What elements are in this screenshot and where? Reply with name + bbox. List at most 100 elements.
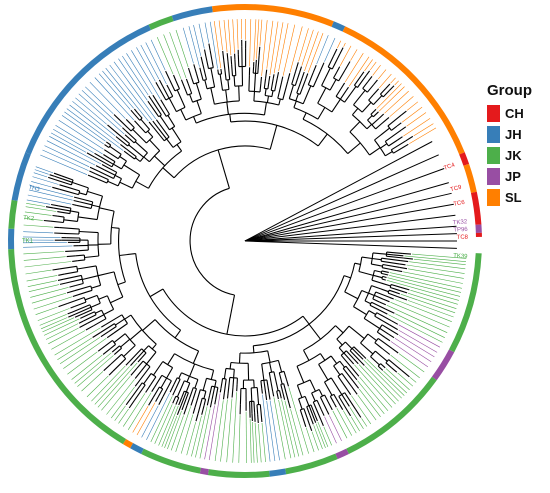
tree-branch (282, 81, 289, 100)
tree-branch (257, 414, 259, 424)
tree-branch (308, 323, 321, 340)
tree-branch (125, 119, 131, 124)
tip-label-mark (249, 19, 252, 67)
tip-label-mark (389, 272, 462, 289)
tree-branch (361, 256, 373, 260)
tree-branch (344, 392, 356, 410)
tip-label-mark (223, 19, 228, 53)
tip-label-mark (398, 334, 435, 358)
tree-branch (220, 378, 224, 389)
tip-label-mark (49, 136, 102, 165)
tip-label-mark (146, 392, 170, 441)
tip-label-mark (364, 59, 373, 72)
tree-branch (113, 163, 122, 170)
tree-branch (203, 398, 207, 406)
tip-label-mark (69, 104, 120, 145)
tree-branch (190, 398, 194, 406)
group-legend: Group CH JH JK JP SL (487, 82, 547, 208)
tree-branch (312, 401, 322, 420)
tree-branch (402, 252, 412, 255)
tree-branch (105, 166, 117, 173)
tree-branch (98, 170, 114, 179)
tree-branch (385, 308, 395, 314)
tree-branch (338, 347, 345, 354)
tree-branch (367, 115, 373, 121)
tip-label-mark (198, 23, 205, 49)
tree-branch (114, 174, 122, 180)
tree-branch (265, 394, 268, 400)
tip-label: TC9 (450, 185, 463, 194)
tree-branch (220, 69, 223, 74)
tree-branch (277, 360, 283, 373)
tree-branch (172, 74, 177, 82)
tree-branch (206, 395, 211, 406)
tree-branch (103, 154, 110, 159)
tip-label-mark (282, 24, 296, 76)
tip-label-mark (413, 258, 466, 265)
tree-branch (113, 114, 121, 121)
tree-branch (78, 320, 84, 324)
tree-arc (253, 275, 345, 347)
tip-label-mark (238, 415, 241, 463)
tip-label-mark (256, 19, 260, 59)
tree-branch (183, 405, 188, 415)
tree-branch (214, 380, 217, 388)
tree-arc (225, 367, 235, 370)
tree-branch (287, 73, 291, 82)
tip-label-mark (290, 409, 304, 456)
tip-label-mark (372, 65, 381, 76)
tree-branch (145, 384, 152, 393)
tree-branch (124, 314, 132, 320)
tip-label-mark (339, 45, 352, 66)
tree-branch (107, 124, 115, 132)
tree-branch (374, 342, 384, 350)
tip-label-mark (127, 392, 152, 430)
tree-branch (64, 271, 78, 275)
tree-branch (333, 402, 337, 408)
tip-label-mark (266, 400, 276, 462)
ring-segment-sl (342, 26, 465, 155)
tip-label-mark (43, 318, 80, 336)
tree-branch (296, 365, 305, 383)
tip-label-mark (236, 19, 239, 49)
tip-label-mark (23, 245, 73, 248)
tip-label-mark (27, 280, 58, 287)
legend-label-sl: SL (505, 189, 522, 205)
tree-branch (256, 404, 259, 415)
tree-branch (282, 391, 286, 400)
tip-label-mark (342, 410, 357, 434)
tip-label-mark (58, 119, 104, 150)
tree-branch (384, 337, 391, 342)
tree-branch (63, 232, 80, 235)
tree-branch (267, 81, 270, 89)
tree-branch (296, 80, 302, 94)
tree-branch (215, 387, 219, 400)
tree-branch (239, 388, 242, 405)
tree-branch (372, 257, 382, 261)
tree-branch (52, 186, 60, 190)
tree-branch (375, 291, 390, 298)
tree-branch (132, 129, 147, 144)
tree-branch (257, 55, 260, 74)
tip-label-mark (344, 53, 364, 83)
tree-branch (82, 309, 93, 315)
tree-branch (363, 317, 381, 329)
tree-branch (69, 284, 76, 288)
tip-label-mark (220, 399, 228, 462)
tree-branch (178, 372, 182, 379)
tree-branch (352, 380, 360, 389)
tree-branch (312, 64, 317, 74)
tree-arc (150, 373, 157, 378)
tree-branch (180, 109, 187, 121)
tree-branch (288, 84, 295, 99)
tree-branch (283, 383, 289, 401)
tree-branch (52, 268, 60, 271)
tree-branch (226, 53, 229, 62)
tree-branch (327, 401, 333, 411)
tree-branch (283, 371, 288, 380)
tree-branch (382, 89, 390, 98)
tip-label-mark (386, 280, 459, 301)
tip-label-mark (395, 313, 445, 338)
tree-branch (172, 387, 177, 396)
